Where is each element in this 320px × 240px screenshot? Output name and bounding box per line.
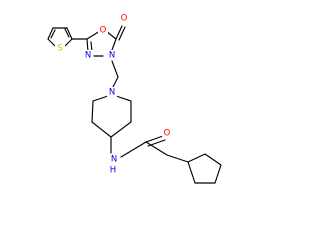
- bond-amide-double-1: [145, 135, 164, 143]
- atom-label-amide-o: O: [164, 129, 171, 139]
- bond-cyclopentane-3: [214, 164, 222, 184]
- bond-oxadiazole-c5-o1: [86, 30, 101, 40]
- bond-piperidine-c2-c3: [91, 100, 94, 123]
- bond-thiophene-double-1: [64, 28, 70, 38]
- bond-cyclopentane-2: [204, 153, 222, 166]
- bond-oxadiazole-carbonyl-2: [118, 26, 126, 41]
- atom-label-piperidine-n: N: [109, 88, 115, 98]
- bond-n3-ch2: [111, 60, 119, 78]
- bond-oxadiazole-carbonyl-1: [115, 25, 123, 40]
- atom-label-oxadiazole-n4: N: [85, 51, 91, 61]
- bond-oxadiazole-c2-n3: [111, 38, 117, 51]
- atom-label-amide-h: H: [110, 166, 116, 176]
- bond-piperidine-c6-n: [115, 95, 132, 102]
- bond-oxadiazole-n4-c5: [86, 38, 89, 53]
- atom-label-amide-n: N: [111, 155, 117, 165]
- atom-label-carbonyl-o: O: [121, 14, 128, 24]
- bond-thiophene-c2-c3: [66, 27, 73, 40]
- bond-carbonyl-to-ch2: [145, 141, 168, 156]
- molecule-canvas: S O O N N N N H O: [47, 13, 222, 184]
- bond-piperidine-c3-c4: [91, 121, 112, 138]
- atom-label-oxadiazole-n3: N: [109, 51, 115, 61]
- bond-cyclopentane-1: [187, 153, 206, 163]
- bond-piperidine-c4-c5: [110, 121, 132, 138]
- bond-ch2-cyclopentyl: [166, 154, 189, 163]
- atom-label-thiophene-s: S: [57, 44, 62, 54]
- molecule-structure: S O O N N N N H O: [47, 13, 222, 184]
- bond-piperidine-n-c2: [92, 95, 109, 102]
- bond-thiophene-double-2: [50, 29, 56, 39]
- bond-cyclopentane-5: [187, 161, 196, 184]
- bond-thiophene-c4-c5: [47, 27, 54, 40]
- bond-nh-carbonyl-carbon: [120, 141, 147, 158]
- atom-label-oxadiazole-o: O: [100, 26, 107, 36]
